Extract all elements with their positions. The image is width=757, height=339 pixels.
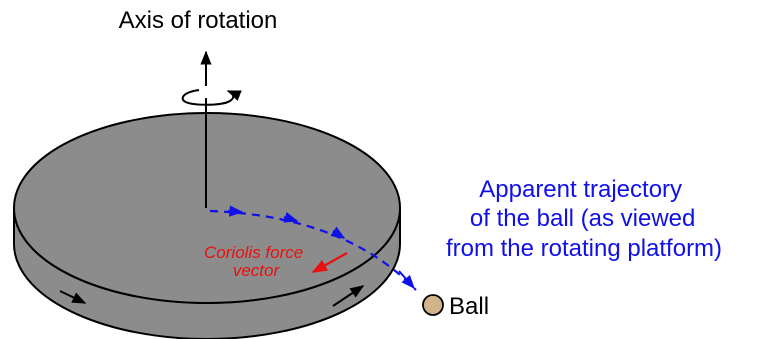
trajectory-label-line-3: from the rotating platform) bbox=[446, 235, 722, 262]
ball-label: Ball bbox=[449, 293, 489, 320]
coriolis-label-line-2: vector bbox=[233, 261, 281, 280]
ball bbox=[423, 295, 443, 315]
coriolis-label-line-1: Coriolis force bbox=[204, 243, 303, 262]
curved-arrow-icon bbox=[183, 90, 234, 105]
axis-label: Axis of rotation bbox=[119, 7, 278, 34]
trajectory-label: Apparent trajectory of the ball (as view… bbox=[446, 176, 722, 262]
trajectory-label-line-2: of the ball (as viewed bbox=[470, 205, 695, 232]
trajectory-label-line-1: Apparent trajectory bbox=[479, 176, 682, 203]
trajectory-arrow-4 bbox=[399, 271, 414, 288]
trajectory-arrow-1 bbox=[228, 211, 242, 212]
